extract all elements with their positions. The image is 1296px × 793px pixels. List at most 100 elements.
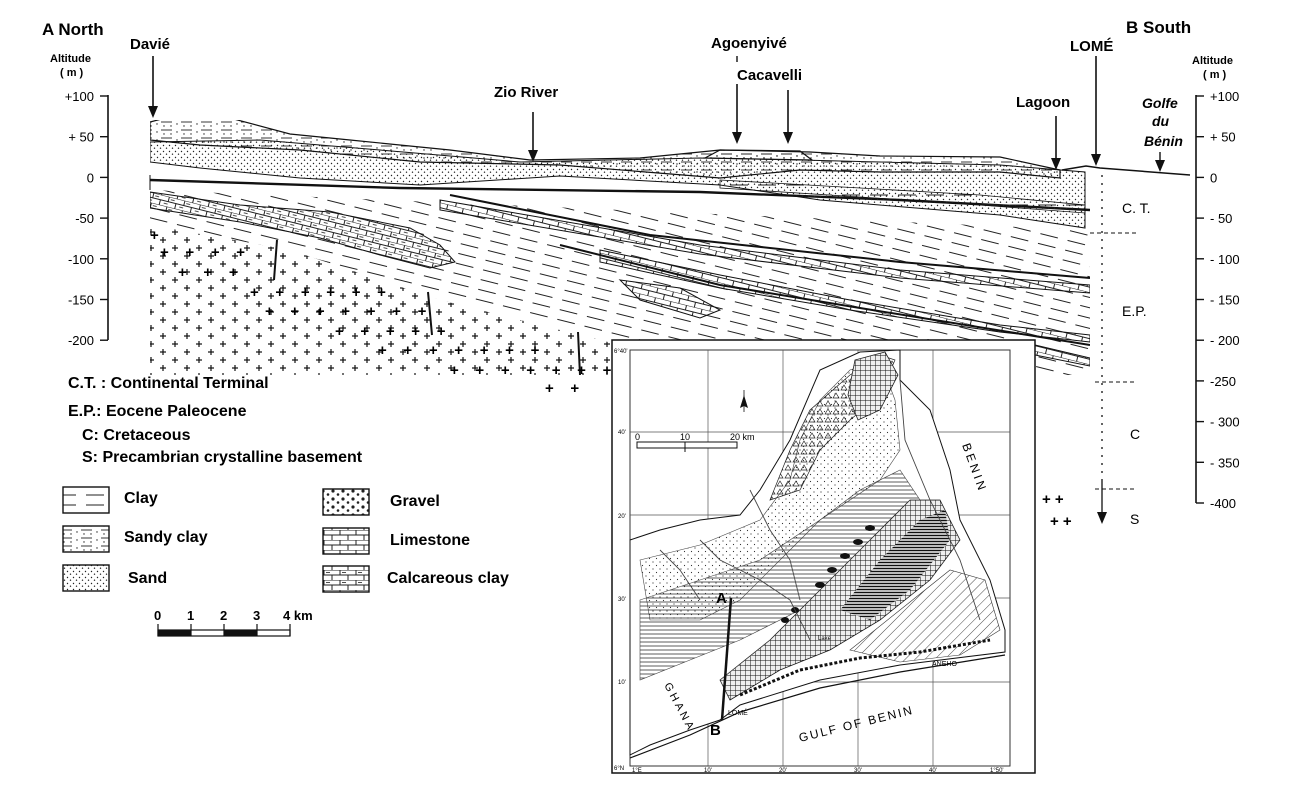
section-scale-bar: 0 1 2 3 4 km (154, 608, 313, 637)
label-lome: LOMÉ (1070, 38, 1113, 55)
map-lat-20: 20' (618, 514, 626, 520)
map-label-aneho: ANEHO (932, 661, 957, 668)
left-axis-tick-label: + 50 (68, 130, 94, 145)
legend-swatch-limestone (322, 527, 370, 555)
right-axis-tick-label: - 200 (1210, 333, 1240, 348)
map-scale-10: 10 (680, 432, 690, 442)
end-a-label: A North (42, 20, 104, 39)
right-axis-tick-label: + 50 (1210, 130, 1236, 145)
map-lat-10: 10' (618, 680, 626, 686)
svg-text:+ +: + + (545, 380, 579, 397)
end-b-label: B South (1126, 18, 1191, 37)
label-golfe-du: du (1152, 113, 1170, 129)
svg-text:+ + + + + +: + + + + + + (250, 284, 386, 301)
legend-label-clay: Clay (124, 490, 158, 507)
label-golfe-benin: Bénin (1144, 133, 1183, 149)
abbrev-s: S: Precambrian crystalline basement (82, 449, 363, 466)
map-point-a: A (716, 590, 727, 607)
left-altitude-axis: Altitude ( m ) +100 + 50 0 -50 -100 -150 -200 (50, 53, 109, 348)
left-axis-tick-label: +100 (65, 89, 94, 104)
svg-text:+ + + + + +: + + + + + + + + (450, 362, 637, 379)
map-lat-40: 40' (618, 430, 626, 436)
scale-tick-2: 2 (220, 608, 227, 623)
map-lon-30: 30' (854, 768, 862, 774)
map-scale-0: 0 (635, 432, 640, 442)
label-davie: Davié (130, 36, 170, 53)
right-axis-tick-label: - 150 (1210, 293, 1240, 308)
left-axis-tick-label: -50 (75, 211, 94, 226)
unit-s: S (1130, 511, 1139, 527)
map-scale-20: 20 km (730, 432, 755, 442)
abbrev-ct: C.T. : Continental Terminal (68, 375, 269, 392)
map-label-lake: Lake (818, 636, 832, 642)
left-axis-tick-label: -150 (68, 293, 94, 308)
legend-swatch-gravel (322, 488, 370, 516)
svg-text:+ + +: + + + (178, 264, 238, 281)
right-axis-tick-label: - 300 (1210, 415, 1240, 430)
basement-crosses: + + + + + + + + + + + + + + + + + + + + … (150, 227, 637, 397)
abbrev-ep: E.P.: Eocene Paleocene (68, 403, 247, 420)
scale-tick-4: 4 km (283, 608, 313, 623)
legend-label-calcareous-clay: Calcareous clay (387, 570, 509, 587)
left-axis-tick-label: -200 (68, 333, 94, 348)
limestone-bed-1 (439, 199, 1090, 294)
right-axis-tick-label: - 350 (1210, 455, 1240, 470)
map-lon-1e: 1°E (632, 768, 642, 774)
legend-label-limestone: Limestone (390, 532, 470, 549)
unit-c: C (1130, 426, 1140, 442)
scale-tick-3: 3 (253, 608, 260, 623)
unit-ct: C. T. (1122, 200, 1151, 216)
stratigraphic-column: C. T. E.P. C S + + + + (1042, 175, 1151, 530)
svg-text:+ + + + + +: + + + + + + + (265, 303, 427, 320)
map-lon-40: 40' (929, 768, 937, 774)
right-axis-title: Altitude (1192, 55, 1233, 67)
map-lon-20: 20' (779, 768, 787, 774)
map-label-lome: LOMÉ (728, 708, 748, 717)
limestone-bed-2 (599, 249, 1090, 343)
map-lon-1-50: 1°50' (990, 768, 1004, 774)
sandy-clay-cap (150, 120, 1061, 179)
north-arrow-icon (740, 390, 748, 412)
map-scale-bar: 0 10 20 km (635, 432, 755, 452)
right-axis-tick-label: - 50 (1210, 211, 1232, 226)
svg-text:+ +: + + (1042, 491, 1064, 508)
abbrev-c: C: Cretaceous (82, 427, 191, 444)
left-axis-tick-label: -100 (68, 252, 94, 267)
right-axis-tick-label: +100 (1210, 89, 1239, 104)
cross-section: A North B South Altitude ( m ) +100+ 500… (42, 18, 1240, 530)
map-point-b: B (710, 722, 721, 739)
legend-swatch-sandy-clay (62, 525, 110, 553)
svg-text:+ + + + +: + + + + + (335, 323, 446, 340)
left-axis-unit: ( m ) (60, 67, 84, 79)
left-axis-tick-label: 0 (87, 170, 94, 185)
svg-text:+ +: + + (1050, 513, 1072, 530)
map-lat-6-40: 6°40' (614, 349, 628, 355)
place-labels: Davié Zio River Agoenyivé Cacavelli LOMÉ… (130, 35, 1183, 172)
right-axis-unit: ( m ) (1203, 69, 1227, 81)
legend-label-gravel: Gravel (390, 493, 440, 510)
legend-swatch-clay (62, 486, 110, 514)
map-lat-6n: 6°N (614, 766, 624, 772)
lithology-legend: Clay Sandy clay Sand Gravel Limestone Ca… (62, 486, 509, 593)
label-cacavelli: Cacavelli (737, 67, 802, 84)
label-lagoon: Lagoon (1016, 94, 1070, 111)
unit-ep: E.P. (1122, 303, 1147, 319)
location-map: A B BENIN GHANA GULF OF BENIN LOMÉ ANEHO… (611, 339, 1036, 774)
svg-text:+: + (150, 227, 159, 244)
left-axis-title: Altitude (50, 53, 91, 65)
svg-text:+ + + + + +: + + + + + + + (378, 342, 540, 359)
right-axis-tick-label: 0 (1210, 170, 1217, 185)
limestone-bed-3 (618, 279, 722, 319)
right-axis-tick-label: -250 (1210, 374, 1236, 389)
right-altitude-axis: Altitude ( m ) +100+ 500- 50- 100- 150- … (1192, 55, 1240, 511)
right-axis-tick-label: -400 (1210, 496, 1236, 511)
label-zio-river: Zio River (494, 84, 558, 101)
legend-label-sandy-clay: Sandy clay (124, 529, 208, 546)
svg-text:+ + + +: + + + + (160, 244, 245, 261)
abbreviation-list: C.T. : Continental Terminal E.P.: Eocene… (68, 375, 363, 466)
strata (150, 120, 1090, 375)
scale-tick-0: 0 (154, 608, 161, 623)
label-agoenyive: Agoenyivé (711, 35, 787, 52)
legend-label-sand: Sand (128, 570, 167, 587)
